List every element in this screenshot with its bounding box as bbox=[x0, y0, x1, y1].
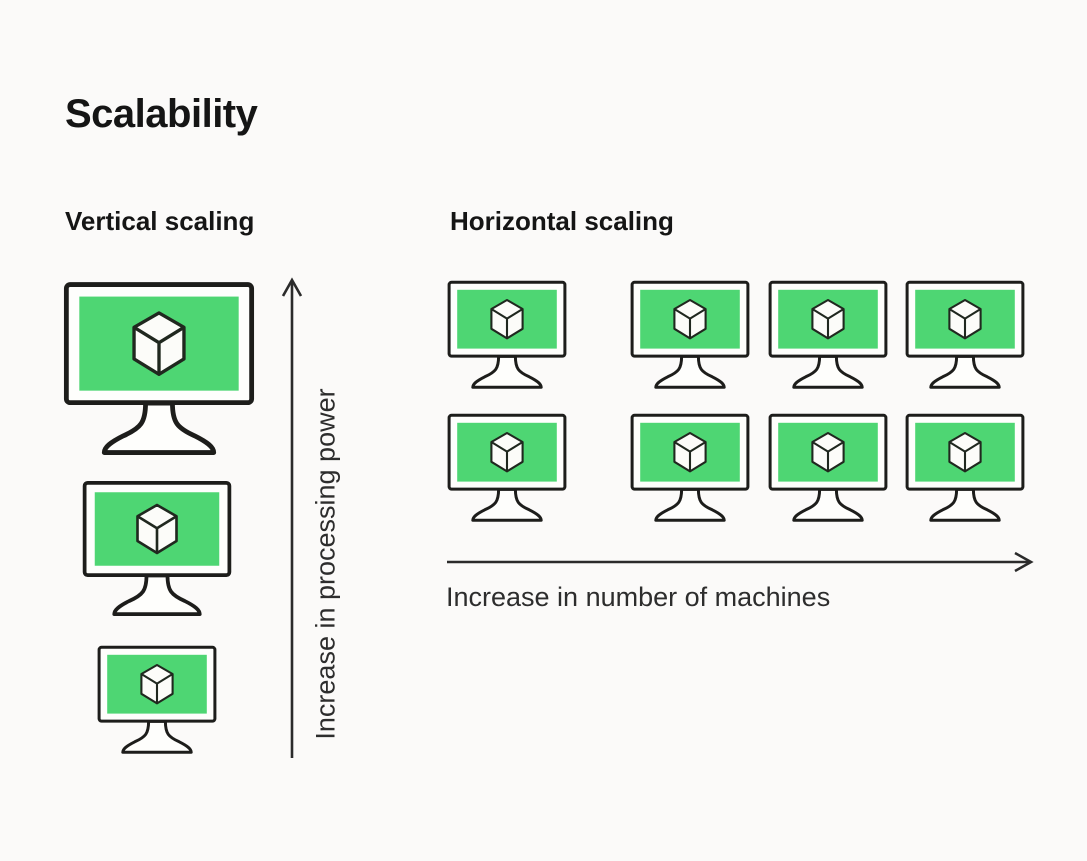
horizontal-scaling-heading: Horizontal scaling bbox=[450, 206, 674, 236]
page-title: Scalability bbox=[65, 92, 258, 136]
monitor-medium bbox=[82, 480, 232, 620]
monitor-cube-icon bbox=[447, 280, 567, 389]
monitor-grid-r2c1 bbox=[447, 413, 567, 525]
vertical-scaling-heading: Vertical scaling bbox=[65, 206, 255, 236]
monitor-cube-icon bbox=[97, 645, 217, 754]
up-arrow-icon bbox=[281, 277, 303, 758]
monitor-grid-r1c3 bbox=[768, 280, 888, 392]
vertical-axis-label: Increase in processing power bbox=[310, 388, 341, 740]
monitor-cube-icon bbox=[63, 281, 255, 460]
monitor-small bbox=[97, 645, 217, 757]
right-arrow-icon bbox=[447, 551, 1034, 573]
monitor-cube-icon bbox=[905, 280, 1025, 389]
monitor-cube-icon bbox=[447, 413, 567, 522]
monitor-grid-r1c1 bbox=[447, 280, 567, 392]
monitor-grid-r2c4 bbox=[905, 413, 1025, 525]
monitor-grid-r2c2 bbox=[630, 413, 750, 525]
monitor-grid-r1c2 bbox=[630, 280, 750, 392]
monitor-cube-icon bbox=[82, 481, 232, 616]
monitor-cube-icon bbox=[768, 413, 888, 522]
monitor-grid-r2c3 bbox=[768, 413, 888, 525]
monitor-grid-r1c4 bbox=[905, 280, 1025, 392]
horizontal-axis-label: Increase in number of machines bbox=[446, 582, 831, 612]
monitor-cube-icon bbox=[768, 280, 888, 389]
monitor-large bbox=[63, 281, 255, 460]
monitor-cube-icon bbox=[630, 280, 750, 389]
monitor-cube-icon bbox=[630, 413, 750, 522]
monitor-cube-icon bbox=[905, 413, 1025, 522]
